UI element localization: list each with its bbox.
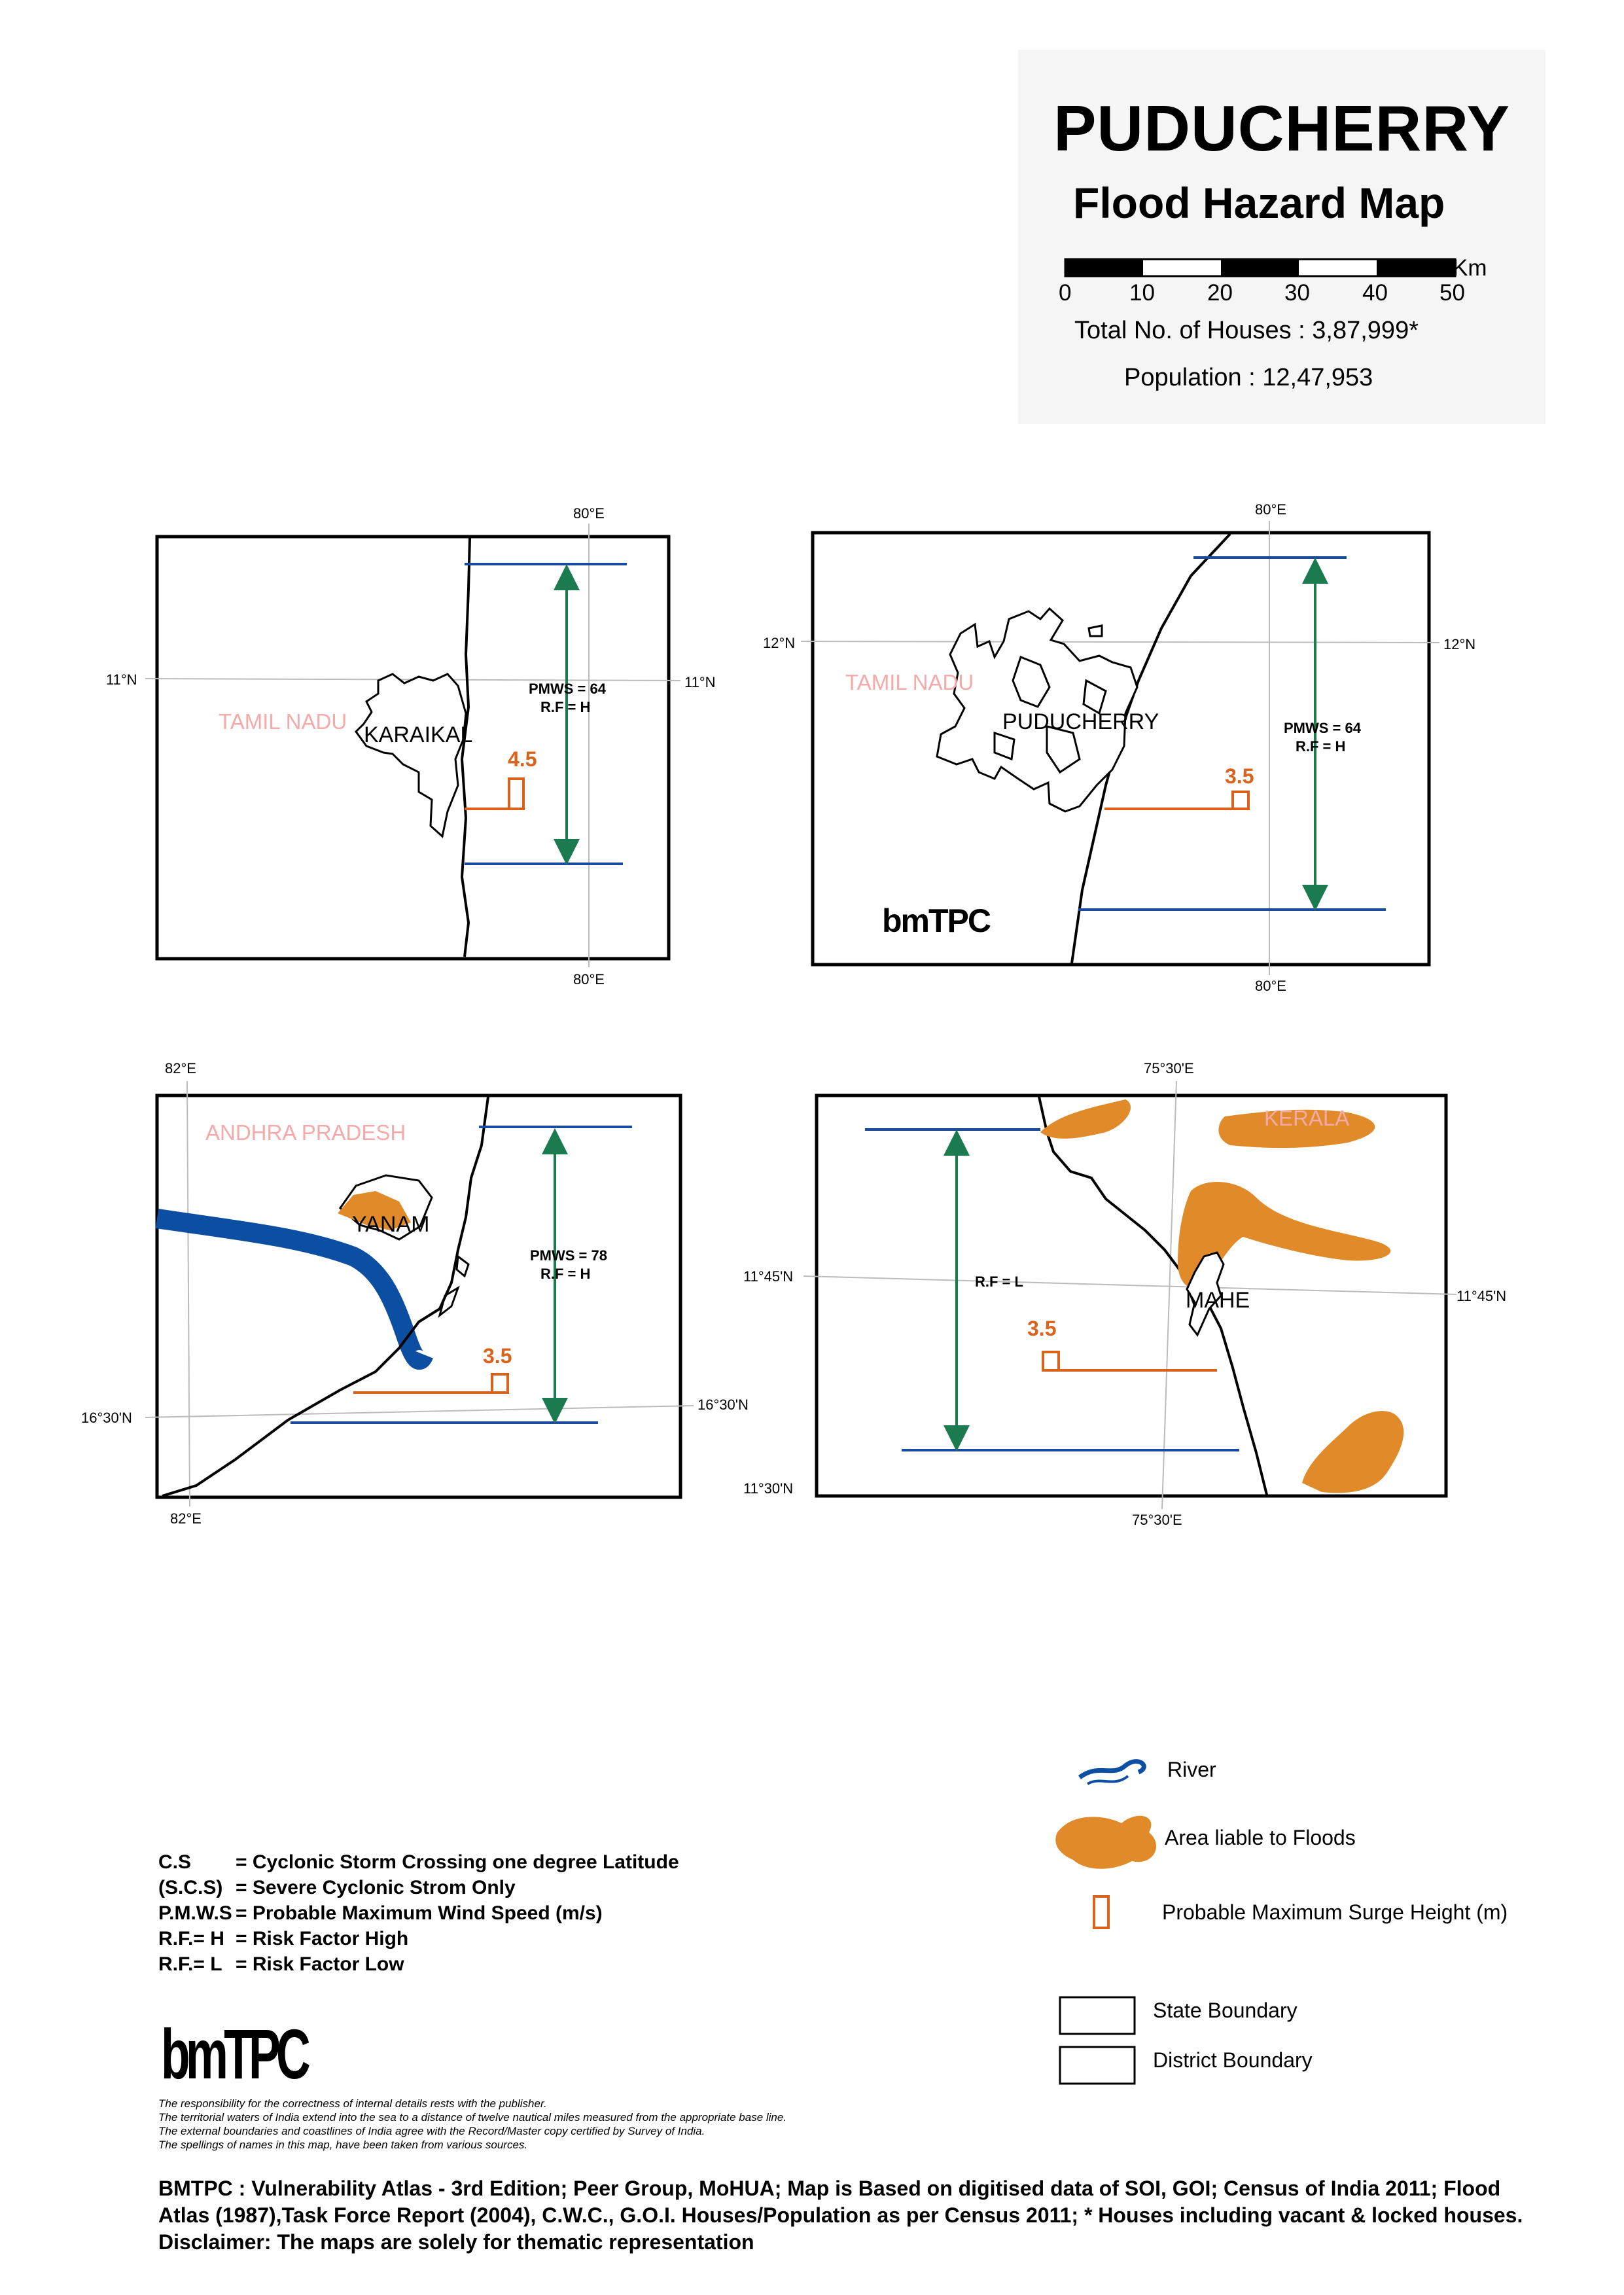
surge-value: 3.5 [1225, 764, 1254, 788]
grid-label-lat: 11°N [684, 674, 716, 690]
state-label: TAMIL NADU [219, 709, 347, 734]
surge-value: 3.5 [1027, 1317, 1057, 1340]
title-panel [1018, 50, 1545, 424]
godavari-river [155, 1209, 433, 1370]
state-label: ANDHRA PRADESH [205, 1120, 406, 1145]
karaikal-map [145, 524, 681, 967]
grid-label-lon: 82°E [165, 1060, 196, 1076]
abbreviation-list: C.S= Cyclonic Storm Crossing one degree … [158, 1849, 679, 1977]
risk-factor-label: R.F = H [1296, 738, 1346, 755]
karaikal-coastline [460, 537, 471, 957]
abbreviation-row: C.S= Cyclonic Storm Crossing one degree … [158, 1851, 679, 1873]
legend-graphics [1055, 1759, 1157, 2085]
district-label: PUDUCHERRY [1002, 709, 1159, 734]
houses-count: Total No. of Houses : 3,87,999* [1074, 317, 1419, 344]
legend-river-label: River [1167, 1758, 1216, 1781]
source-credits: BMTPC : Vulnerability Atlas - 3rd Editio… [158, 2177, 1523, 2254]
abbreviation-row: R.F.= L= Risk Factor Low [158, 1953, 404, 1975]
abbreviation-row: P.M.W.S= Probable Maximum Wind Speed (m/… [158, 1902, 603, 1924]
surge-legend-icon [1093, 1895, 1110, 1929]
river-legend-icon [1078, 1759, 1146, 1779]
footnote: The territorial waters of India extend i… [158, 2111, 787, 2124]
yanam-map [145, 1080, 694, 1507]
scale-tick: 40 [1362, 280, 1388, 306]
population-count: Population : 12,47,953 [1124, 364, 1373, 391]
abbreviation-row: R.F.= H= Risk Factor High [158, 1928, 409, 1949]
district-label: MAHE [1186, 1288, 1250, 1313]
risk-factor-label: R.F = L [975, 1273, 1023, 1290]
grid-label-lon: 80°E [573, 971, 605, 987]
legend-state-boundary-label: State Boundary [1153, 1999, 1297, 2022]
scale-tick: 30 [1284, 280, 1310, 306]
flood-area [338, 1191, 411, 1230]
legend-surge-label: Probable Maximum Surge Height (m) [1162, 1900, 1508, 1924]
grid-label-lat: 16°30'N [697, 1397, 749, 1413]
flood-legend-icon [1055, 1815, 1157, 1869]
flood-area [1040, 1099, 1131, 1139]
surge-height-marker [465, 777, 525, 810]
grid-label-lon: 75°30'E [1144, 1060, 1194, 1076]
surge-height-marker [353, 1373, 509, 1394]
grid-label-lat: 16°30'N [81, 1410, 132, 1426]
district-label: YANAM [352, 1212, 430, 1237]
mahe-district-boundary [1186, 1251, 1225, 1337]
scale-tick: 0 [1059, 280, 1072, 306]
scale-unit: Km [1453, 255, 1487, 281]
flood-area [1178, 1182, 1391, 1289]
grid-label-lat: 11°30'N [743, 1480, 794, 1497]
surge-value: 3.5 [483, 1344, 512, 1368]
legend-district-boundary-label: District Boundary [1153, 2048, 1313, 2072]
karaikal-district-boundary [355, 673, 467, 838]
surge-value: 4.5 [508, 747, 537, 771]
risk-factor-label: R.F = H [540, 699, 591, 715]
page-subtitle: Flood Hazard Map [1073, 179, 1445, 227]
grid-label-lat: 11°45'N [1456, 1288, 1507, 1304]
district-boundary-legend-icon [1059, 2046, 1136, 2085]
district-label: KARAIKAL [364, 722, 473, 747]
scale-tick: 10 [1129, 280, 1155, 306]
scale-tick: 50 [1439, 280, 1465, 306]
footnote: The spellings of names in this map, have… [158, 2139, 528, 2151]
state-boundary-legend-icon [1059, 1996, 1136, 2035]
svg-text:bmTPC: bmTPC [882, 902, 991, 939]
flood-area [1302, 1411, 1404, 1493]
abbreviation-row: (S.C.S)= Severe Cyclonic Strom Only [158, 1877, 516, 1898]
state-label: KERALA [1264, 1106, 1350, 1130]
mahe-coastline [1038, 1096, 1268, 1495]
scale-tick: 20 [1207, 280, 1233, 306]
surge-height-marker [1042, 1351, 1217, 1372]
grid-label-lon: 82°E [170, 1510, 202, 1527]
pmws-label: PMWS = 78 [530, 1247, 607, 1264]
puducherry-map: bmTPC [800, 521, 1440, 975]
grid-label-lat: 11°N [106, 671, 137, 688]
page-title: PUDUCHERRY [1053, 92, 1510, 164]
grid-label-lat: 12°N [1443, 636, 1476, 652]
grid-label-lon: 75°30'E [1132, 1512, 1182, 1528]
footnotes: The responsibility for the correctness o… [158, 2097, 786, 2152]
pmws-label: PMWS = 64 [1284, 720, 1361, 736]
scale-bar [1064, 258, 1456, 277]
svg-text:bmTPC: bmTPC [161, 2022, 309, 2088]
mahe-map [803, 1080, 1457, 1510]
pmws-label: PMWS = 64 [529, 681, 606, 697]
bmtpc-logo-small: bmTPC [882, 902, 992, 939]
grid-label-lon: 80°E [573, 505, 605, 522]
flood-area [1218, 1109, 1375, 1148]
grid-label-lat: 12°N [763, 635, 796, 651]
footnote: The responsibility for the correctness o… [158, 2097, 547, 2110]
state-label: TAMIL NADU [845, 670, 974, 694]
surge-height-marker [1104, 791, 1250, 810]
grid-label-lon: 80°E [1255, 501, 1286, 518]
risk-factor-label: R.F = H [540, 1266, 591, 1282]
bmtpc-logo: bmTPC [161, 2022, 311, 2088]
grid-label-lon: 80°E [1255, 978, 1286, 994]
grid-label-lat: 11°45'N [743, 1268, 794, 1285]
puducherry-district-boundary [936, 607, 1139, 813]
footnote: The external boundaries and coastlines o… [158, 2125, 705, 2137]
legend-flood-label: Area liable to Floods [1165, 1826, 1356, 1849]
yanam-coastline [162, 1096, 489, 1497]
